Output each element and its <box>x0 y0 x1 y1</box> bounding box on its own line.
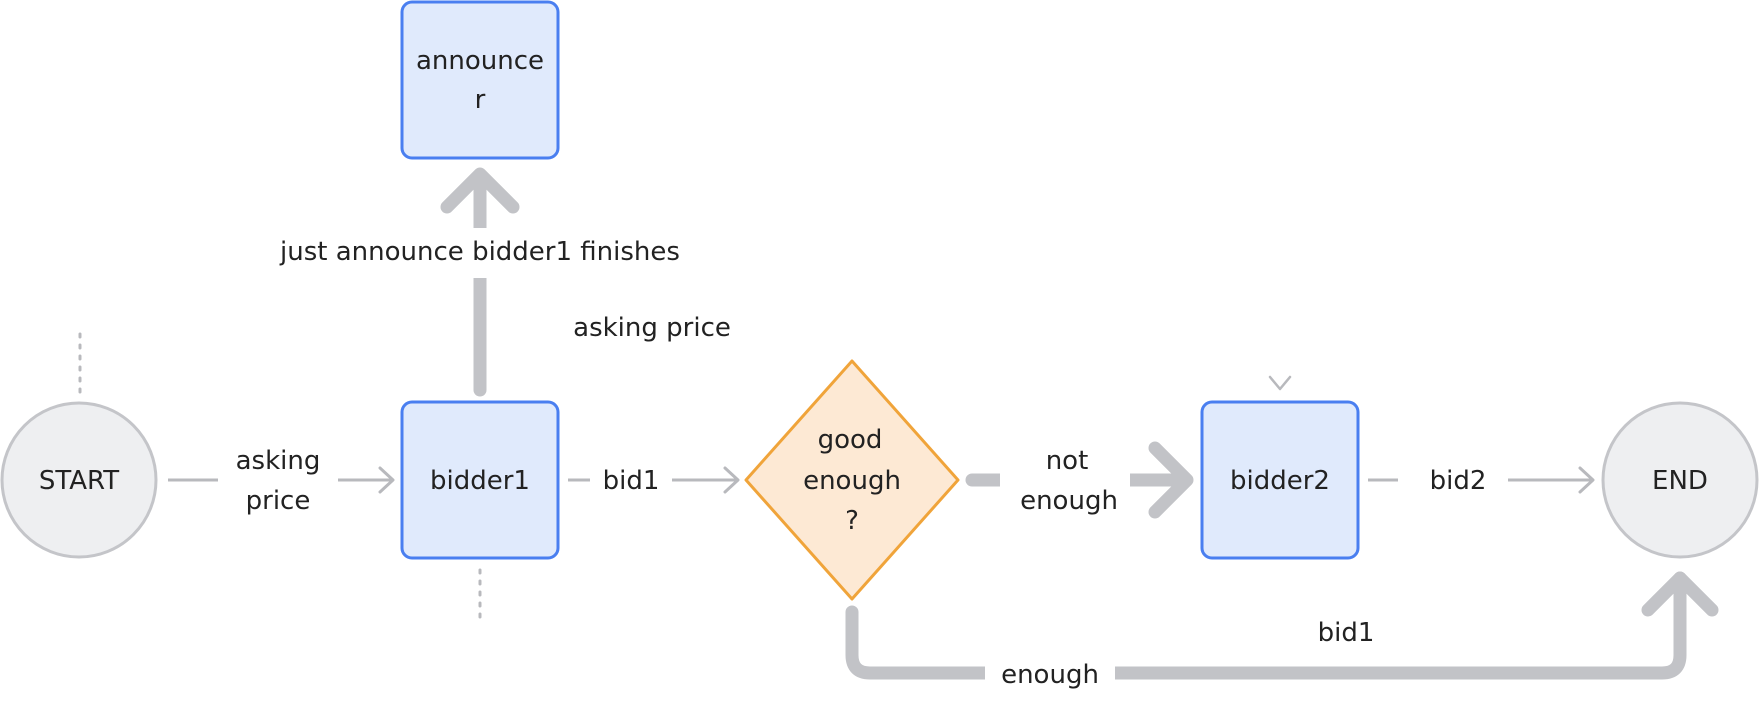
node-decision-label-line1: good <box>818 425 883 455</box>
edge-label-not: not <box>1046 446 1089 476</box>
node-start-label: START <box>39 466 119 496</box>
edge-decision-to-bidder2: not enough <box>965 440 1194 520</box>
edge-label-bid1-bottom: bid1 <box>1318 618 1375 648</box>
edge-label-bid1: bid1 <box>603 466 660 496</box>
node-bidder1[interactable]: bidder1 <box>400 400 560 560</box>
edge-label-asking: asking <box>236 446 321 476</box>
arrowhead-icon <box>440 167 520 214</box>
edge-bidder1-to-decision: bid1 <box>568 460 740 500</box>
arrowhead-icon <box>1641 571 1719 617</box>
edge-bidder2-to-end: bid2 <box>1368 460 1595 500</box>
arrowhead-icon <box>378 466 395 494</box>
node-start[interactable]: START <box>0 401 158 559</box>
edge-label-bid2: bid2 <box>1430 466 1487 496</box>
node-bidder2[interactable]: bidder2 <box>1200 400 1360 560</box>
edge-label-just-announce: just announce bidder1 finishes <box>279 237 680 267</box>
node-decision-label-line2: enough <box>803 466 901 496</box>
node-announcer[interactable]: announce r <box>400 0 560 160</box>
node-decision-label-line3: ? <box>845 506 859 536</box>
edge-label-asking-price-top: asking price <box>573 313 731 343</box>
arrowhead-icon <box>1148 441 1194 519</box>
edge-label-enough: enough <box>1001 660 1099 690</box>
edge-label-price: price <box>246 486 311 516</box>
node-end-label: END <box>1652 466 1708 496</box>
edge-start-to-bidder2: asking price <box>78 308 1292 394</box>
arrowhead-icon <box>1578 466 1595 494</box>
node-announcer-label-line1: announce <box>416 46 544 76</box>
edge-bidder1-to-announcer: just announce bidder1 finishes <box>270 167 690 397</box>
node-bidder1-label: bidder1 <box>430 466 530 496</box>
node-announcer-label-line2: r <box>475 85 486 115</box>
edge-decision-to-end: enough <box>845 571 1719 694</box>
node-decision[interactable]: good enough ? <box>744 359 960 601</box>
node-end[interactable]: END <box>1601 401 1759 559</box>
arrowhead-icon <box>1268 375 1292 391</box>
edge-bidder1-to-end: bid1 <box>478 568 1390 650</box>
edge-start-to-bidder1: asking price <box>168 440 395 520</box>
edge-label-enough-2: enough <box>1020 486 1118 516</box>
arrowhead-icon <box>723 466 740 494</box>
node-bidder2-label: bidder2 <box>1230 466 1330 496</box>
